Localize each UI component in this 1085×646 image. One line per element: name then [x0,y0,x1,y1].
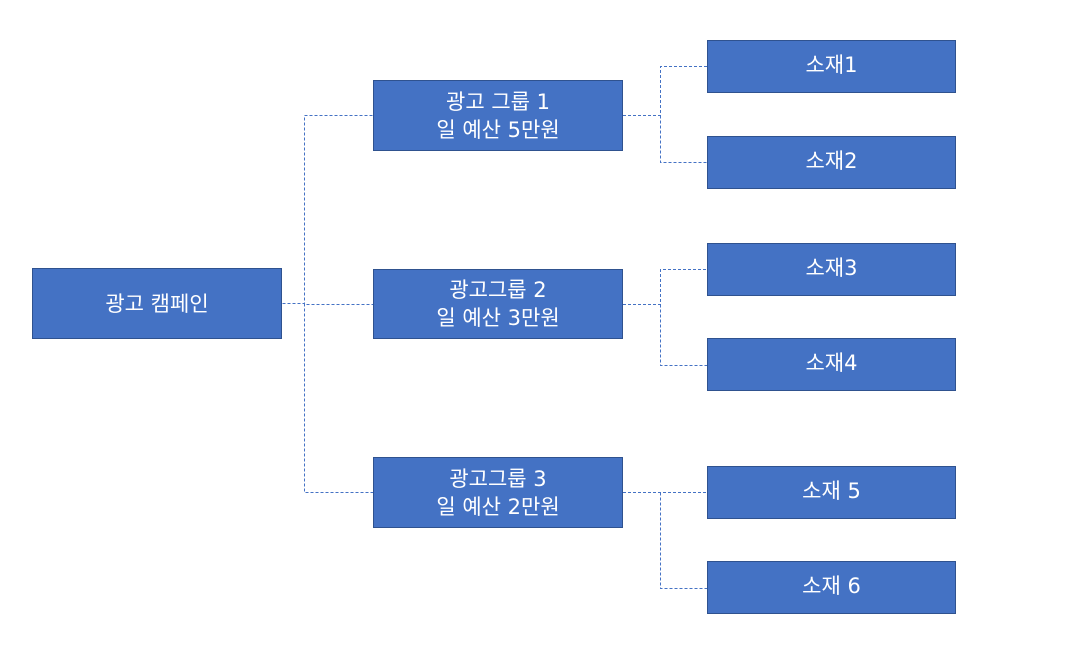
creative-node-3: 소재3 [707,243,956,296]
creative-label: 소재3 [805,255,858,280]
connector-campaign-to-group-1 [282,115,373,304]
creative-label: 소재4 [805,350,858,375]
connector-group-3-to-creative-6 [660,492,707,589]
ad-group-budget: 일 예산 2만원 [436,494,560,519]
connector-campaign-to-group-2 [282,303,373,305]
ad-group-node-2: 광고그룹 2 일 예산 3만원 [373,269,623,339]
ad-group-node-1: 광고 그룹 1 일 예산 5만원 [373,80,623,151]
creative-label: 소재 6 [802,573,861,598]
connector-group-1-to-creative-2 [660,115,707,163]
campaign-label: 광고 캠페인 [105,291,209,316]
connector-campaign-to-group-3 [304,303,373,493]
creative-node-1: 소재1 [707,40,956,93]
creative-label: 소재2 [805,148,858,173]
creative-label: 소재 5 [802,478,861,503]
creative-node-2: 소재2 [707,136,956,189]
creative-label: 소재1 [805,52,858,77]
ad-group-name: 광고그룹 3 [449,466,547,491]
ad-group-budget: 일 예산 5만원 [436,117,560,142]
ad-group-name: 광고그룹 2 [449,278,547,302]
ad-group-name: 광고 그룹 1 [446,89,550,114]
ad-group-node-3: 광고그룹 3 일 예산 2만원 [373,457,623,528]
ad-group-budget: 일 예산 3만원 [436,306,560,330]
campaign-node: 광고 캠페인 [32,268,282,339]
connector-group-2-to-creative-4 [660,304,707,366]
connector-group-1-to-creative-1 [623,66,707,116]
creative-node-5: 소재 5 [707,466,956,519]
creative-node-6: 소재 6 [707,561,956,614]
creative-node-4: 소재4 [707,338,956,391]
connector-group-2-to-creative-3 [623,269,707,305]
